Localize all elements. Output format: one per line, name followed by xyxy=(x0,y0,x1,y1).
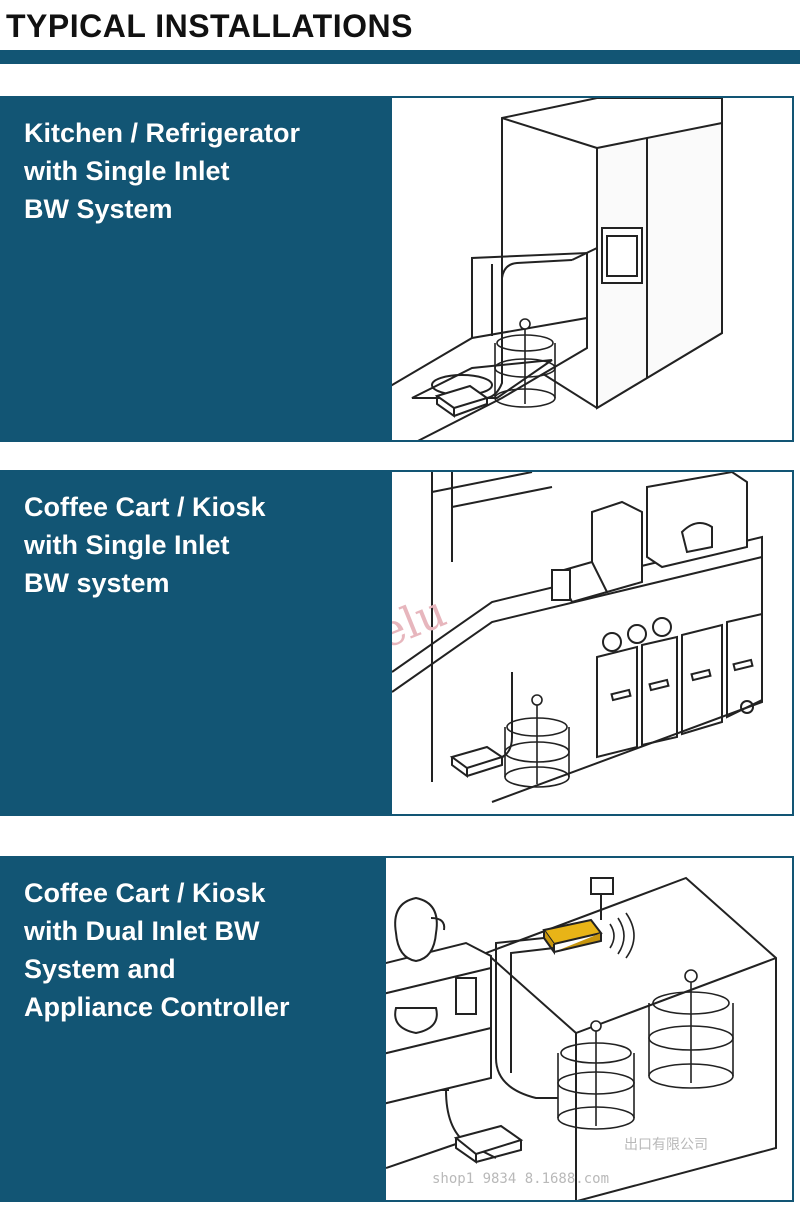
coffee-cart-dual-illustration: 出口有限公司 shop1 9834 8.1688.com xyxy=(384,856,794,1202)
refrigerator-sink-illustration xyxy=(390,96,794,442)
panel-caption: Coffee Cart / Kiosk with Single Inlet BW… xyxy=(24,492,266,598)
panel-caption-block xyxy=(0,470,390,816)
panel-caption-block xyxy=(0,96,390,442)
installation-panel-coffee-dual: Coffee Cart / Kiosk with Dual Inlet BW S… xyxy=(0,856,800,1202)
panel-caption: Kitchen / Refrigerator with Single Inlet… xyxy=(24,118,301,224)
installation-panel-coffee-single: Coffee Cart / Kiosk with Single Inlet BW… xyxy=(0,470,800,816)
panel-caption-block xyxy=(0,856,390,1202)
shop-watermark: shop1 9834 8.1688.com xyxy=(432,1171,610,1187)
page-title: TYPICAL INSTALLATIONS xyxy=(6,8,413,44)
installation-panel-kitchen: Kitchen / Refrigerator with Single Inlet… xyxy=(0,96,800,442)
coffee-cart-single-illustration: kelu xyxy=(390,470,794,816)
header-rule xyxy=(0,50,800,64)
panel-caption: Coffee Cart / Kiosk with Dual Inlet BW S… xyxy=(24,878,290,1022)
company-watermark: 出口有限公司 xyxy=(624,1137,708,1153)
